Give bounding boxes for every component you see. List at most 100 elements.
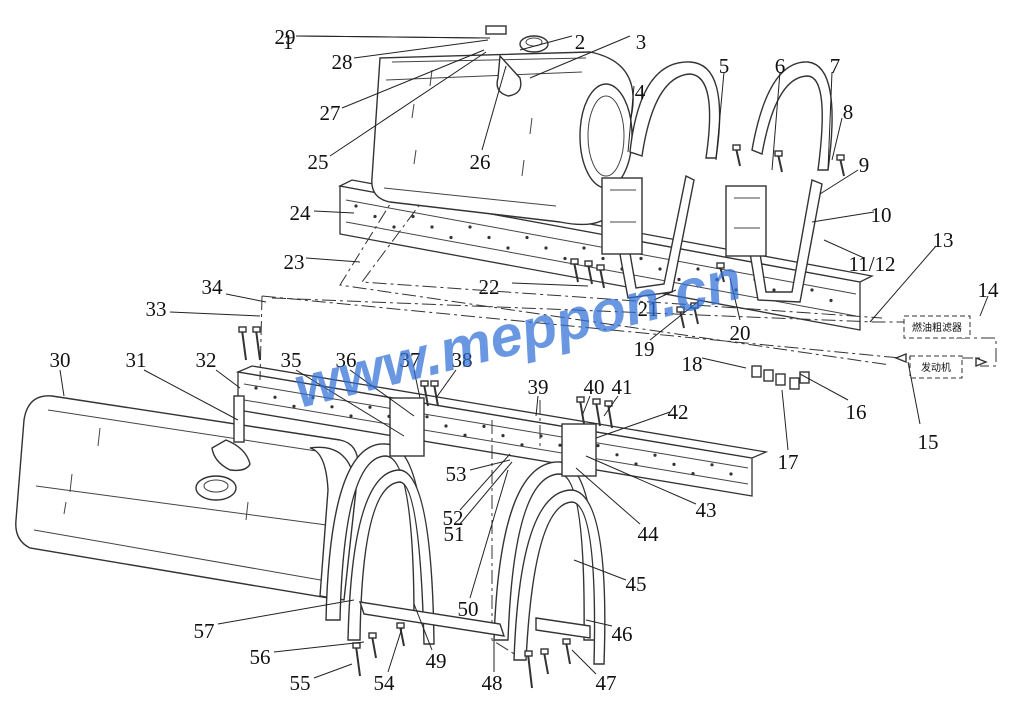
- rail-hole: [501, 434, 505, 438]
- fuel-filter-label: 燃油粗滤器: [912, 321, 962, 334]
- callout-22: 22: [479, 275, 500, 299]
- nut: [368, 632, 377, 639]
- rail-hole: [582, 246, 586, 250]
- rail-hole: [430, 225, 434, 229]
- leader-52: [459, 453, 511, 511]
- bolt: [255, 329, 261, 361]
- callout-55: 55: [290, 671, 311, 695]
- callout-13: 13: [933, 228, 954, 252]
- bolt: [399, 625, 405, 647]
- callout-1: 1: [283, 30, 294, 54]
- engine-label: 发动机: [921, 361, 951, 374]
- callout-26: 26: [470, 150, 491, 174]
- nut: [352, 642, 361, 649]
- leader-22: [511, 282, 589, 287]
- rail-hole: [482, 424, 486, 428]
- leader-21: [653, 289, 677, 301]
- nut: [592, 398, 601, 405]
- nut: [576, 396, 585, 403]
- rail-hole: [349, 414, 353, 418]
- leader-7: [827, 71, 833, 171]
- bolt: [241, 329, 247, 361]
- callout-15: 15: [918, 430, 939, 454]
- leader-6: [771, 71, 781, 171]
- rail-hole: [734, 288, 738, 292]
- leader-56: [273, 641, 365, 653]
- rail-hole: [772, 288, 776, 292]
- callout-18: 18: [682, 352, 703, 376]
- bolt: [599, 267, 605, 289]
- callout-33: 33: [146, 297, 167, 321]
- callout-49: 49: [426, 649, 447, 673]
- rail-hole: [392, 225, 396, 229]
- callout-14: 14: [978, 278, 1000, 302]
- engine-box: 发动机: [909, 355, 963, 379]
- callout-11-12: 11/12: [848, 252, 895, 276]
- callout-39: 39: [528, 375, 549, 399]
- callout-37: 37: [400, 348, 421, 372]
- fuel-valve-fitting: [799, 371, 810, 384]
- nut: [570, 258, 579, 265]
- bolt: [423, 383, 429, 407]
- callout-27: 27: [320, 101, 341, 125]
- leader-9: [819, 169, 859, 195]
- callout-47: 47: [596, 671, 617, 695]
- fuel-valve-fitting: [775, 373, 786, 386]
- callout-7: 7: [830, 54, 841, 78]
- callout-42: 42: [668, 400, 689, 424]
- leader-30: [59, 369, 65, 397]
- rail-hole: [829, 298, 833, 303]
- callout-35: 35: [281, 348, 302, 372]
- callout-6: 6: [775, 54, 786, 78]
- callout-40: 40: [584, 375, 605, 399]
- callout-43: 43: [696, 498, 717, 522]
- rail-hole: [425, 415, 429, 419]
- callout-31: 31: [126, 348, 147, 372]
- leader-37: [413, 369, 421, 399]
- bolt: [355, 645, 361, 677]
- callout-41: 41: [612, 375, 633, 399]
- nut: [774, 150, 783, 157]
- leader-35: [295, 369, 405, 437]
- bolt: [433, 383, 439, 407]
- leader-32: [215, 369, 241, 389]
- callout-28: 28: [332, 50, 353, 74]
- callout-21: 21: [638, 297, 659, 321]
- rail-hole: [506, 246, 510, 250]
- bolt: [543, 651, 549, 675]
- leader-25: [329, 51, 487, 157]
- callout-48: 48: [482, 671, 503, 695]
- rail-hole: [601, 256, 605, 261]
- callout-32: 32: [196, 348, 217, 372]
- leader-18: [701, 357, 747, 369]
- leader-17: [781, 389, 789, 451]
- leader-28: [353, 39, 489, 59]
- callout-17: 17: [778, 450, 799, 474]
- nut: [430, 380, 439, 387]
- callout-30: 30: [50, 348, 71, 372]
- rail-hole: [696, 267, 700, 271]
- leader-34: [225, 293, 267, 303]
- leader-53: [469, 459, 511, 471]
- callout-8: 8: [843, 100, 854, 124]
- upper-fuel-tank: [371, 25, 634, 226]
- callout-9: 9: [859, 153, 870, 177]
- nut: [540, 648, 549, 655]
- callout-5: 5: [719, 54, 730, 78]
- upper-tank-straps: [601, 61, 833, 303]
- callout-56: 56: [250, 645, 271, 669]
- fuel-filter-box: 燃油粗滤器: [903, 315, 971, 339]
- leader-15: [907, 361, 921, 425]
- nut: [238, 326, 247, 333]
- leader-3: [529, 35, 631, 79]
- leader-27: [341, 49, 485, 109]
- callout-44: 44: [638, 522, 660, 546]
- rail-hole: [729, 472, 733, 476]
- bolt: [693, 305, 699, 325]
- rail-hole: [658, 267, 662, 271]
- rail-hole: [411, 214, 415, 219]
- leader-10: [811, 211, 875, 223]
- rail-hole: [254, 386, 258, 390]
- nut: [562, 638, 571, 645]
